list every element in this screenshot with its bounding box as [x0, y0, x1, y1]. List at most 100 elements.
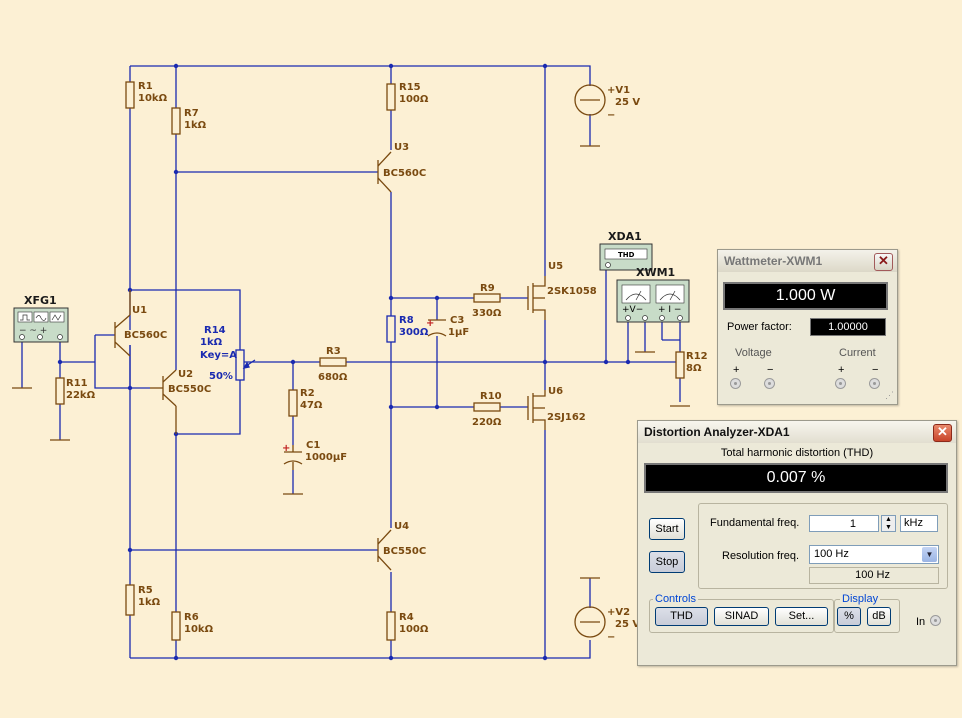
xfg1-pins: − ~ +: [19, 326, 47, 336]
r1-ref: R1: [138, 81, 153, 92]
current-minus-label: −: [872, 364, 879, 376]
xwm1-face-v: +V−: [622, 305, 643, 315]
resize-grip-icon[interactable]: ⋰: [885, 390, 894, 400]
wattmeter-xwm1-symbol[interactable]: [616, 279, 690, 323]
c3-value: 1µF: [448, 327, 469, 338]
r6-ref: R6: [184, 612, 199, 623]
c3-ref: C3: [450, 315, 464, 326]
r4-value: 100Ω: [399, 624, 429, 635]
r14-key: Key=A: [200, 350, 237, 361]
wattmeter-window[interactable]: Wattmeter-XWM1 ✕ 1.000 W Power factor: 1…: [717, 249, 898, 405]
r11-value: 22kΩ: [66, 390, 96, 401]
fundamental-freq-label: Fundamental freq.: [710, 517, 800, 529]
v2-minus: −: [607, 632, 615, 643]
r11-ref: R11: [66, 378, 88, 389]
r5-value: 1kΩ: [138, 597, 161, 608]
close-icon[interactable]: ✕: [874, 253, 893, 271]
resolution-freq-select[interactable]: 100 Hz ▼: [809, 545, 939, 564]
controls-group: [649, 599, 834, 633]
db-button[interactable]: dB: [867, 607, 891, 626]
c3-plus: +: [426, 318, 434, 329]
wires: [21, 65, 681, 659]
c1-plus: +: [282, 443, 290, 454]
thd-button[interactable]: THD: [655, 607, 708, 626]
r5-ref: R5: [138, 585, 153, 596]
r8-ref: R8: [399, 315, 414, 326]
display-group-title: Display: [840, 593, 881, 605]
xfg1-ref: XFG1: [24, 294, 57, 307]
u5-value: 2SK1058: [547, 286, 597, 297]
r6-value: 10kΩ: [184, 624, 214, 635]
r14-pct: 50%: [209, 371, 233, 382]
in-terminal[interactable]: [930, 615, 941, 626]
start-button[interactable]: Start: [649, 518, 685, 540]
in-label: In: [916, 616, 926, 628]
resolution-freq-value: 100 Hz: [814, 548, 849, 560]
close-icon[interactable]: ✕: [933, 424, 952, 442]
c1-ref: C1: [306, 440, 320, 451]
r12-ref: R12: [686, 351, 708, 362]
xwm1-ref: XWM1: [636, 266, 675, 279]
u1-ref: U1: [132, 305, 147, 316]
power-factor-display: 1.00000: [810, 318, 886, 336]
r8-value: 300Ω: [399, 327, 429, 338]
sinad-button[interactable]: SINAD: [714, 607, 769, 626]
parts: [12, 81, 690, 641]
thd-header: Total harmonic distortion (THD): [720, 447, 874, 459]
u3-value: BC560C: [383, 168, 426, 179]
fundamental-freq-stepper[interactable]: ▲▼: [881, 515, 896, 532]
u2-value: BC550C: [168, 384, 211, 395]
component-labels: R1 10kΩ R7 1kΩ R15 100Ω +V1 25 V − U3 BC…: [66, 81, 708, 643]
r1-value: 10kΩ: [138, 93, 168, 104]
r9-ref: R9: [480, 283, 495, 294]
xwm1-face-i: + I −: [658, 305, 681, 315]
current-plus-terminal[interactable]: [835, 378, 846, 389]
voltage-plus-terminal[interactable]: [730, 378, 741, 389]
r15-value: 100Ω: [399, 94, 429, 105]
r7-ref: R7: [184, 108, 199, 119]
r15-ref: R15: [399, 82, 421, 93]
v2-value: 25 V: [615, 619, 640, 630]
r7-value: 1kΩ: [184, 120, 207, 131]
thd-display: 0.007 %: [644, 463, 948, 493]
chevron-down-icon[interactable]: ▼: [922, 547, 937, 562]
v1-value: 25 V: [615, 97, 640, 108]
resolution-freq-readout: 100 Hz: [809, 567, 939, 584]
distortion-analyzer-xda1-symbol[interactable]: [599, 243, 653, 271]
u6-value: 2SJ162: [547, 412, 586, 423]
set-button[interactable]: Set...: [775, 607, 828, 626]
fundamental-freq-input[interactable]: 1: [809, 515, 879, 532]
percent-button[interactable]: %: [837, 607, 861, 626]
voltage-minus-terminal[interactable]: [764, 378, 775, 389]
current-plus-label: +: [838, 364, 845, 376]
u5-ref: U5: [548, 261, 563, 272]
junctions: [57, 63, 631, 661]
c1-value: 1000µF: [305, 452, 347, 463]
u4-ref: U4: [394, 521, 409, 532]
u6-ref: U6: [548, 386, 563, 397]
distortion-title: Distortion Analyzer-XDA1: [644, 425, 790, 439]
r12-value: 8Ω: [686, 363, 702, 374]
v2-ref: +V2: [607, 607, 630, 618]
wattmeter-titlebar[interactable]: Wattmeter-XWM1 ✕: [718, 250, 897, 272]
r3-ref: R3: [326, 346, 341, 357]
current-minus-terminal[interactable]: [869, 378, 880, 389]
power-factor-label: Power factor:: [727, 321, 792, 333]
voltage-minus-label: −: [767, 364, 774, 376]
wattmeter-title: Wattmeter-XWM1: [724, 254, 823, 268]
r10-ref: R10: [480, 391, 502, 402]
r9-value: 330Ω: [472, 308, 502, 319]
function-generator-xfg1[interactable]: [13, 307, 69, 343]
fundamental-freq-unit[interactable]: kHz: [900, 515, 938, 532]
controls-group-title: Controls: [653, 593, 698, 605]
distortion-analyzer-window[interactable]: Distortion Analyzer-XDA1 ✕ Total harmoni…: [637, 420, 957, 666]
distortion-titlebar[interactable]: Distortion Analyzer-XDA1 ✕: [638, 421, 956, 443]
r14-ref: R14: [204, 325, 226, 336]
r3-value: 680Ω: [318, 372, 348, 383]
u3-ref: U3: [394, 142, 409, 153]
v1-ref: +V1: [607, 85, 630, 96]
stop-button[interactable]: Stop: [649, 551, 685, 573]
u1-value: BC560C: [124, 330, 167, 341]
voltage-plus-label: +: [733, 364, 740, 376]
